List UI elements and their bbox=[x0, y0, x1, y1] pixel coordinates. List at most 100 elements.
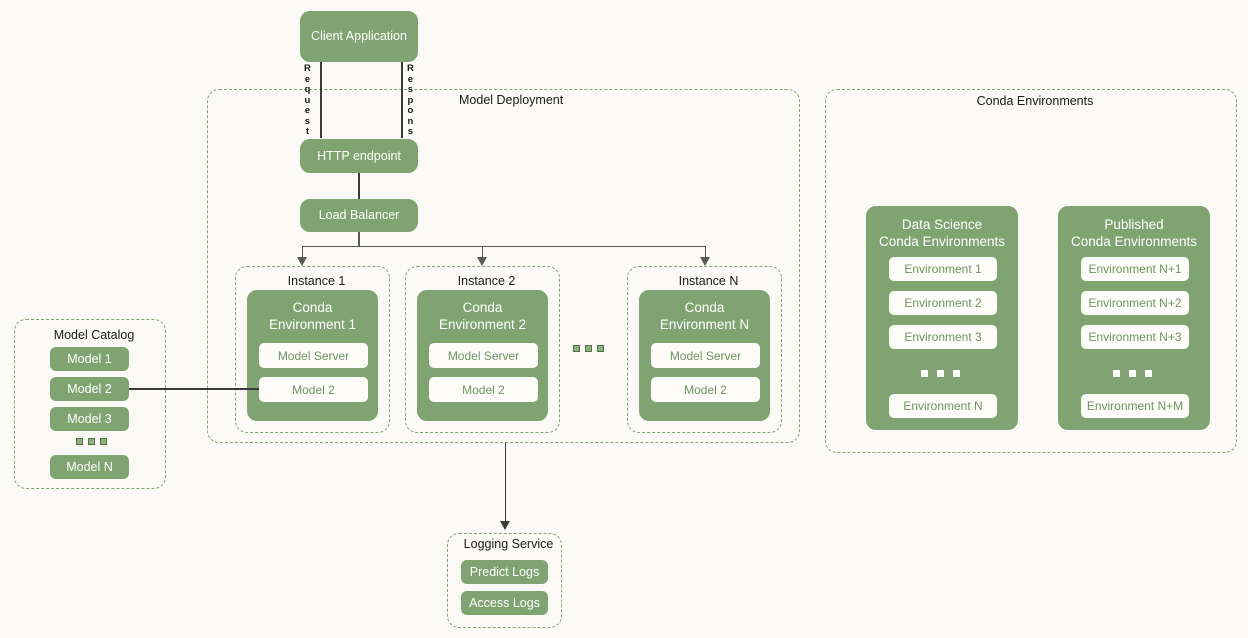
instance-1-conda-environment[interactable]: Conda Environment 1 Model Server Model 2 bbox=[247, 290, 378, 421]
model-catalog-group bbox=[14, 319, 166, 489]
balancer-stem-connector bbox=[358, 232, 360, 247]
data-science-conda-column[interactable]: Data Science Conda Environments Environm… bbox=[866, 206, 1018, 430]
ellipsis-dot bbox=[597, 345, 604, 352]
access-logs-box[interactable]: Access Logs bbox=[461, 591, 548, 615]
data-science-environment-3[interactable]: Environment 3 bbox=[889, 325, 997, 349]
data-science-conda-title-line2: Conda Environments bbox=[878, 234, 1006, 249]
published-environment-n-m[interactable]: Environment N+M bbox=[1081, 394, 1189, 418]
instance-n-conda-title-line1: Conda bbox=[684, 300, 725, 315]
logging-service-label: Logging Service bbox=[463, 537, 554, 551]
published-conda-title-line1: Published bbox=[1104, 217, 1164, 232]
published-environment-2-label: Environment N+2 bbox=[1088, 296, 1182, 310]
instance-1-conda-title-line2: Environment 1 bbox=[268, 317, 357, 332]
model-catalog-item-1[interactable]: Model 1 bbox=[50, 347, 129, 371]
ellipsis-dot bbox=[76, 438, 83, 445]
model-deployment-label: Model Deployment bbox=[455, 92, 615, 108]
data-science-environment-n-label: Environment N bbox=[903, 399, 983, 413]
client-application-box[interactable]: Client Application bbox=[300, 11, 418, 62]
ellipsis-dot bbox=[953, 370, 960, 377]
http-endpoint-box[interactable]: HTTP endpoint bbox=[300, 139, 418, 173]
instance-2-conda-environment[interactable]: Conda Environment 2 Model Server Model 2 bbox=[417, 290, 548, 421]
instances-ellipsis bbox=[573, 345, 604, 352]
http-endpoint-label: HTTP endpoint bbox=[317, 148, 401, 163]
model-catalog-item-2[interactable]: Model 2 bbox=[50, 377, 129, 401]
data-science-conda-title: Data Science Conda Environments bbox=[867, 216, 1017, 250]
data-science-environment-n[interactable]: Environment N bbox=[889, 394, 997, 418]
branch-connector-instance-1 bbox=[301, 246, 304, 258]
branch-connector-instance-n bbox=[704, 246, 707, 258]
response-flow-label: Response bbox=[407, 63, 414, 147]
predict-logs-box[interactable]: Predict Logs bbox=[461, 560, 548, 584]
instance-1-conda-title: Conda Environment 1 bbox=[248, 299, 377, 333]
instance-n-conda-environment[interactable]: Conda Environment N Model Server Model 2 bbox=[639, 290, 770, 421]
catalog-to-instance-connector bbox=[129, 388, 259, 390]
ellipsis-dot bbox=[573, 345, 580, 352]
branch-arrow-instance-2 bbox=[477, 257, 487, 266]
instance-1-model-server[interactable]: Model Server bbox=[259, 343, 368, 368]
instance-2-conda-title-line1: Conda bbox=[462, 300, 503, 315]
instance-1-model-label: Model 2 bbox=[292, 382, 335, 397]
access-logs-label: Access Logs bbox=[469, 595, 540, 610]
data-science-environments-ellipsis bbox=[921, 370, 960, 377]
instance-1-model-server-label: Model Server bbox=[277, 348, 350, 363]
instance-2-model-label: Model 2 bbox=[462, 382, 505, 397]
instance-2-group bbox=[405, 266, 560, 433]
instance-n-group bbox=[627, 266, 782, 433]
published-conda-column[interactable]: Published Conda Environments Environment… bbox=[1058, 206, 1210, 430]
data-science-environment-1-label: Environment 1 bbox=[904, 262, 982, 276]
ellipsis-dot bbox=[1129, 370, 1136, 377]
instance-n-model[interactable]: Model 2 bbox=[651, 377, 760, 402]
instance-n-conda-title: Conda Environment N bbox=[640, 299, 769, 333]
conda-environments-group bbox=[825, 89, 1237, 453]
published-environment-2[interactable]: Environment N+2 bbox=[1081, 291, 1189, 315]
branch-arrow-instance-1 bbox=[297, 257, 307, 266]
model-catalog-item-n-label: Model N bbox=[66, 459, 113, 474]
ellipsis-dot bbox=[1113, 370, 1120, 377]
published-environments-ellipsis bbox=[1113, 370, 1152, 377]
deployment-to-logging-connector bbox=[504, 443, 507, 522]
instance-1-conda-title-line1: Conda bbox=[292, 300, 333, 315]
model-catalog-item-3[interactable]: Model 3 bbox=[50, 407, 129, 431]
ellipsis-dot bbox=[585, 345, 592, 352]
instance-1-group bbox=[235, 266, 390, 433]
data-science-conda-title-line1: Data Science bbox=[901, 217, 983, 232]
predict-logs-label: Predict Logs bbox=[469, 564, 540, 579]
instance-2-model-server[interactable]: Model Server bbox=[429, 343, 538, 368]
published-environment-1[interactable]: Environment N+1 bbox=[1081, 257, 1189, 281]
ellipsis-dot bbox=[88, 438, 95, 445]
instance-n-label: Instance N bbox=[678, 274, 739, 288]
data-science-environment-2[interactable]: Environment 2 bbox=[889, 291, 997, 315]
instance-n-model-server-label: Model Server bbox=[669, 348, 742, 363]
data-science-environment-1[interactable]: Environment 1 bbox=[889, 257, 997, 281]
instance-1-model[interactable]: Model 2 bbox=[259, 377, 368, 402]
instance-2-model[interactable]: Model 2 bbox=[429, 377, 538, 402]
published-environment-1-label: Environment N+1 bbox=[1088, 262, 1182, 276]
load-balancer-label: Load Balancer bbox=[318, 208, 400, 222]
published-environment-3[interactable]: Environment N+3 bbox=[1081, 325, 1189, 349]
model-catalog-item-n[interactable]: Model N bbox=[50, 455, 129, 479]
instance-2-model-server-label: Model Server bbox=[447, 348, 520, 363]
balancer-bus-connector bbox=[302, 245, 706, 248]
request-connector bbox=[320, 62, 322, 138]
published-environment-n-m-label: Environment N+M bbox=[1086, 399, 1184, 413]
instance-2-label: Instance 2 bbox=[457, 274, 516, 288]
model-catalog-item-3-label: Model 3 bbox=[67, 411, 112, 426]
published-conda-title: Published Conda Environments bbox=[1059, 216, 1209, 250]
ellipsis-dot bbox=[1145, 370, 1152, 377]
model-catalog-item-2-label: Model 2 bbox=[67, 381, 112, 396]
conda-environments-label: Conda Environments bbox=[976, 94, 1094, 108]
instance-n-model-server[interactable]: Model Server bbox=[651, 343, 760, 368]
model-catalog-item-1-label: Model 1 bbox=[67, 351, 112, 366]
branch-connector-instance-2 bbox=[481, 246, 484, 258]
published-conda-title-line2: Conda Environments bbox=[1070, 234, 1198, 249]
ellipsis-dot bbox=[921, 370, 928, 377]
endpoint-to-balancer-connector bbox=[358, 173, 360, 199]
instance-2-conda-title: Conda Environment 2 bbox=[418, 299, 547, 333]
model-catalog-ellipsis bbox=[76, 438, 107, 445]
instance-1-label: Instance 1 bbox=[287, 274, 346, 288]
load-balancer-box[interactable]: Load Balancer bbox=[300, 199, 418, 232]
data-science-environment-2-label: Environment 2 bbox=[904, 296, 982, 310]
ellipsis-dot bbox=[937, 370, 944, 377]
